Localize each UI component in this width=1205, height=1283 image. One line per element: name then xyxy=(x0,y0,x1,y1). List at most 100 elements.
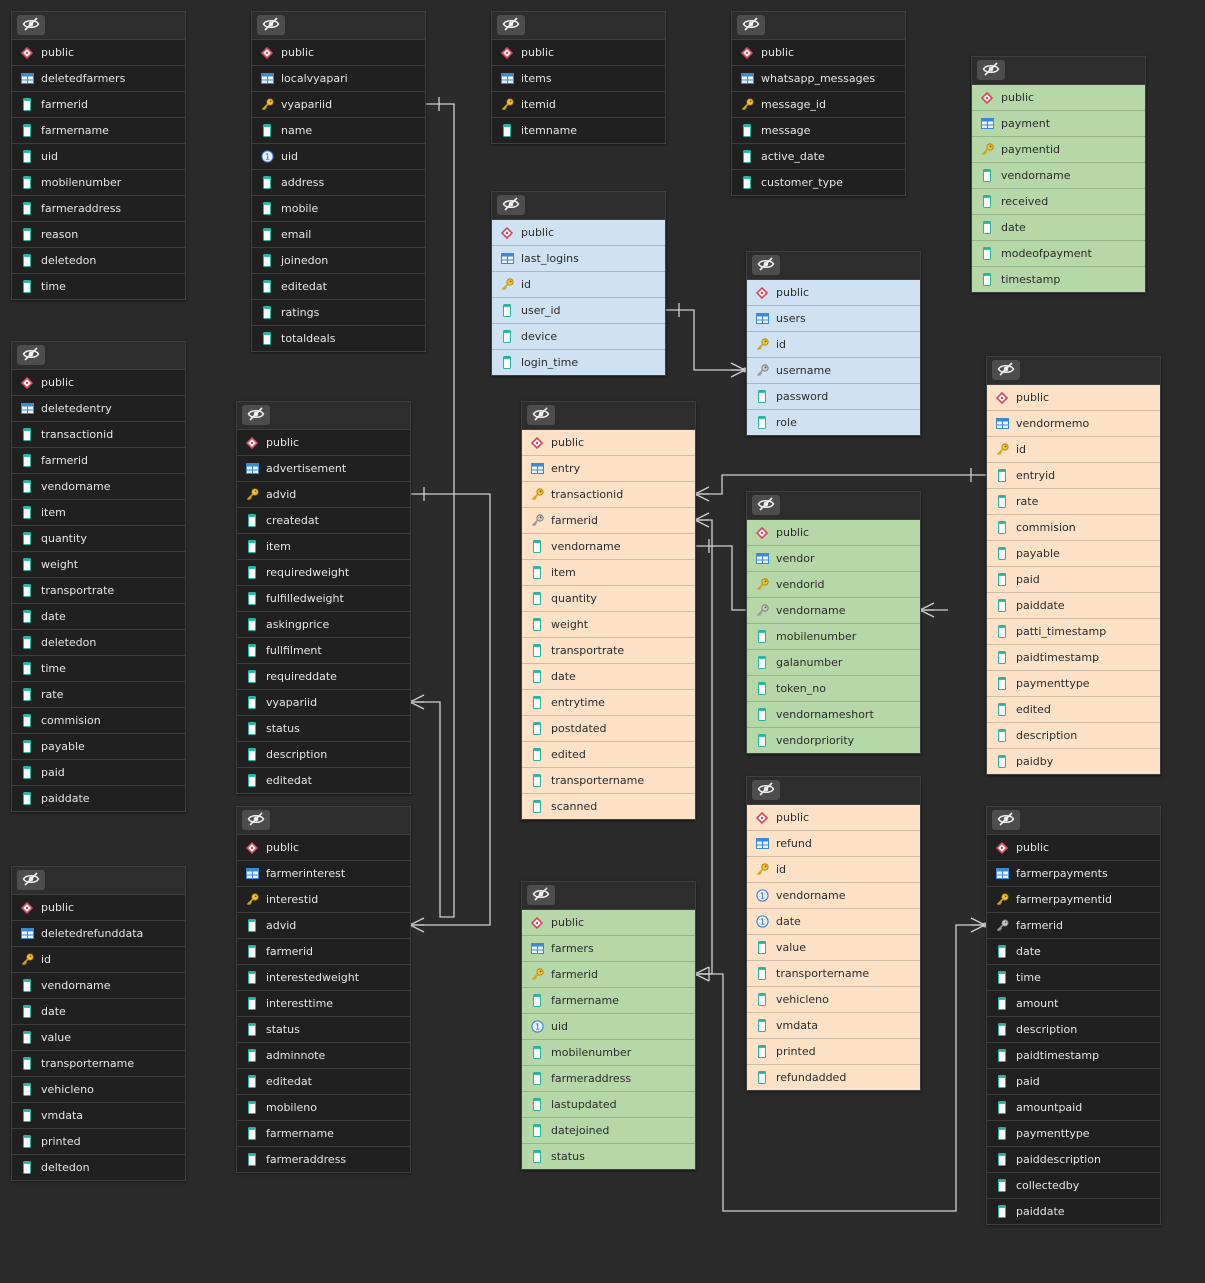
column-row-vendorname[interactable]: vendorname xyxy=(522,533,695,559)
column-row-farmerid[interactable]: farmerid xyxy=(237,938,410,964)
column-row-id[interactable]: id xyxy=(747,331,920,357)
column-row-deletedon[interactable]: deletedon xyxy=(12,247,185,273)
table-name-row[interactable]: last_logins xyxy=(492,245,665,271)
column-row-farmeraddress[interactable]: farmeraddress xyxy=(522,1065,695,1091)
column-row-description[interactable]: description xyxy=(237,741,410,767)
table-name-row[interactable]: refund xyxy=(747,830,920,856)
column-row-entryid[interactable]: entryid xyxy=(987,462,1160,488)
schema-row[interactable]: public xyxy=(732,40,905,65)
toggle-visibility-button[interactable] xyxy=(17,870,45,890)
toggle-visibility-button[interactable] xyxy=(17,345,45,365)
column-row-farmername[interactable]: farmername xyxy=(522,987,695,1013)
column-row-commision[interactable]: commision xyxy=(987,514,1160,540)
column-row-requireddate[interactable]: requireddate xyxy=(237,663,410,689)
column-row-paymentid[interactable]: paymentid xyxy=(972,136,1145,162)
toggle-visibility-button[interactable] xyxy=(977,60,1005,80)
column-row-paiddescription[interactable]: paiddescription xyxy=(987,1146,1160,1172)
column-row-time[interactable]: time xyxy=(987,964,1160,990)
toggle-visibility-button[interactable] xyxy=(752,780,780,800)
column-row-modeofpayment[interactable]: modeofpayment xyxy=(972,240,1145,266)
column-row-transportrate[interactable]: transportrate xyxy=(12,577,185,603)
column-row-transportrate[interactable]: transportrate xyxy=(522,637,695,663)
schema-row[interactable]: public xyxy=(237,835,410,860)
column-row-paidtimestamp[interactable]: paidtimestamp xyxy=(987,644,1160,670)
column-row-deletedon[interactable]: deletedon xyxy=(12,629,185,655)
column-row-editedat[interactable]: editedat xyxy=(252,273,425,299)
column-row-date[interactable]: date xyxy=(972,214,1145,240)
column-row-vendorname[interactable]: vendorname xyxy=(972,162,1145,188)
column-row-paiddate[interactable]: paiddate xyxy=(12,785,185,811)
table-name-row[interactable]: localvyapari xyxy=(252,65,425,91)
column-row-date[interactable]: date xyxy=(12,998,185,1024)
column-row-ratings[interactable]: ratings xyxy=(252,299,425,325)
column-row-status[interactable]: status xyxy=(237,715,410,741)
schema-row[interactable]: public xyxy=(237,430,410,455)
column-row-farmerid[interactable]: farmerid xyxy=(987,912,1160,938)
column-row-paidtimestamp[interactable]: paidtimestamp xyxy=(987,1042,1160,1068)
table-name-row[interactable]: whatsapp_messages xyxy=(732,65,905,91)
table-name-row[interactable]: farmers xyxy=(522,935,695,961)
column-row-vendorname[interactable]: vendorname xyxy=(747,597,920,623)
table-name-row[interactable]: deletedfarmers xyxy=(12,65,185,91)
column-row-time[interactable]: time xyxy=(12,655,185,681)
column-row-farmername[interactable]: farmername xyxy=(237,1120,410,1146)
table-name-row[interactable]: vendor xyxy=(747,545,920,571)
column-row-weight[interactable]: weight xyxy=(522,611,695,637)
column-row-farmeraddress[interactable]: farmeraddress xyxy=(237,1146,410,1172)
column-row-printed[interactable]: printed xyxy=(747,1038,920,1064)
column-row-farmerid[interactable]: farmerid xyxy=(12,447,185,473)
column-row-date[interactable]: date xyxy=(987,938,1160,964)
table-name-row[interactable]: payment xyxy=(972,110,1145,136)
column-row-totaldeals[interactable]: totaldeals xyxy=(252,325,425,351)
column-row-value[interactable]: value xyxy=(747,934,920,960)
column-row-patti_timestamp[interactable]: patti_timestamp xyxy=(987,618,1160,644)
schema-row[interactable]: public xyxy=(252,40,425,65)
column-row-transactionid[interactable]: transactionid xyxy=(12,421,185,447)
schema-row[interactable]: public xyxy=(12,895,185,920)
toggle-visibility-button[interactable] xyxy=(242,405,270,425)
column-row-entrytime[interactable]: entrytime xyxy=(522,689,695,715)
column-row-vendorid[interactable]: vendorid xyxy=(747,571,920,597)
toggle-visibility-button[interactable] xyxy=(752,255,780,275)
column-row-active_date[interactable]: active_date xyxy=(732,143,905,169)
column-row-amountpaid[interactable]: amountpaid xyxy=(987,1094,1160,1120)
schema-row[interactable]: public xyxy=(747,280,920,305)
column-row-paid[interactable]: paid xyxy=(987,566,1160,592)
column-row-rate[interactable]: rate xyxy=(987,488,1160,514)
toggle-visibility-button[interactable] xyxy=(257,15,285,35)
column-row-login_time[interactable]: login_time xyxy=(492,349,665,375)
column-row-postdated[interactable]: postdated xyxy=(522,715,695,741)
schema-row[interactable]: public xyxy=(492,220,665,245)
column-row-scanned[interactable]: scanned xyxy=(522,793,695,819)
column-row-editedat[interactable]: editedat xyxy=(237,1068,410,1094)
column-row-refundadded[interactable]: refundadded xyxy=(747,1064,920,1090)
column-row-datejoined[interactable]: datejoined xyxy=(522,1117,695,1143)
column-row-vmdata[interactable]: vmdata xyxy=(747,1012,920,1038)
column-row-date[interactable]: date xyxy=(12,603,185,629)
toggle-visibility-button[interactable] xyxy=(752,495,780,515)
column-row-farmerid[interactable]: farmerid xyxy=(522,507,695,533)
column-row-farmername[interactable]: farmername xyxy=(12,117,185,143)
column-row-advid[interactable]: advid xyxy=(237,481,410,507)
column-row-farmerid[interactable]: farmerid xyxy=(522,961,695,987)
column-row-mobile[interactable]: mobile xyxy=(252,195,425,221)
column-row-printed[interactable]: printed xyxy=(12,1128,185,1154)
column-row-farmeraddress[interactable]: farmeraddress xyxy=(12,195,185,221)
table-name-row[interactable]: farmerpayments xyxy=(987,860,1160,886)
column-row-rate[interactable]: rate xyxy=(12,681,185,707)
toggle-visibility-button[interactable] xyxy=(497,15,525,35)
column-row-paiddate[interactable]: paiddate xyxy=(987,592,1160,618)
column-row-id[interactable]: id xyxy=(747,856,920,882)
column-row-timestamp[interactable]: timestamp xyxy=(972,266,1145,292)
